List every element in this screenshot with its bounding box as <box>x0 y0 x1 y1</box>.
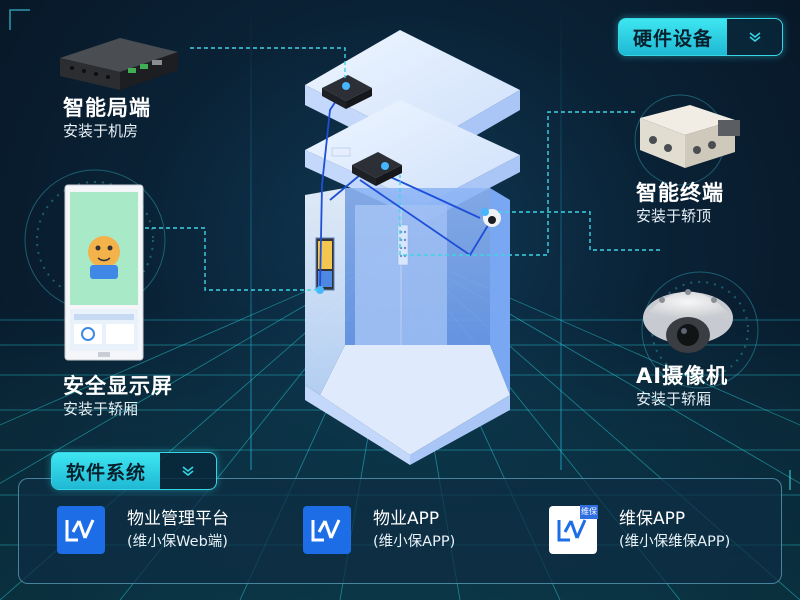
app-property-platform[interactable]: 物业管理平台 (维小保Web端) <box>57 506 229 554</box>
device-label-ai-camera: AI摄像机 安装于轿厢 <box>636 363 728 409</box>
hardware-section-title: 硬件设备 <box>619 19 728 55</box>
app-maintenance-app[interactable]: 维保 维保APP (维小保维保APP) <box>549 505 731 554</box>
device-label-smart-terminal: 智能终端 安装于轿顶 <box>636 180 724 226</box>
hud-rings <box>24 94 759 389</box>
app-subtitle: (维小保维保APP) <box>619 534 731 550</box>
app-name: 物业APP <box>373 509 440 529</box>
hardware-section-header[interactable]: 硬件设备 <box>618 18 783 56</box>
device-location: 安装于轿顶 <box>636 207 712 225</box>
ai-camera-device-image <box>643 289 733 353</box>
app-subtitle: (维小保APP) <box>373 534 456 550</box>
hardware-chevron <box>727 30 782 44</box>
app-name: 物业管理平台 <box>127 509 229 529</box>
app-property-app[interactable]: 物业APP (维小保APP) <box>303 506 455 554</box>
device-label-smart-office: 智能局端 安装于机房 <box>63 95 151 141</box>
software-chevron <box>160 464 216 478</box>
device-name: 智能终端 <box>636 181 724 205</box>
chevron-down-icon <box>749 32 760 43</box>
device-label-safety-screen: 安全显示屏 安装于轿厢 <box>63 373 173 419</box>
elevator-car <box>305 188 510 465</box>
slab-device-car-top <box>331 147 402 186</box>
leader-lines <box>145 47 660 291</box>
logo-icon <box>57 506 105 554</box>
device-name: 安全显示屏 <box>63 374 173 398</box>
software-panel <box>18 478 782 584</box>
software-section-header[interactable]: 软件系统 <box>51 452 217 490</box>
device-location: 安装于轿厢 <box>63 400 139 418</box>
smart-terminal-device-image <box>640 105 740 168</box>
device-name: 智能局端 <box>63 96 151 120</box>
car-camera <box>481 208 501 227</box>
app-subtitle: (维小保Web端) <box>127 534 228 550</box>
device-location: 安装于机房 <box>63 122 139 140</box>
slab-device-top <box>322 75 372 109</box>
logo-icon: 维保 <box>549 505 598 554</box>
chevron-down-icon <box>182 466 194 477</box>
corner-brackets <box>9 9 791 490</box>
device-name: AI摄像机 <box>636 364 729 388</box>
software-section-title: 软件系统 <box>52 453 161 489</box>
app-badge: 维保 <box>580 505 598 519</box>
logo-icon <box>303 506 351 554</box>
screen-connector-dot <box>316 286 324 294</box>
safety-screen-device-image <box>64 184 144 361</box>
device-location: 安装于轿厢 <box>636 390 712 408</box>
smart-office-device-image <box>60 38 178 90</box>
app-name: 维保APP <box>619 509 686 529</box>
